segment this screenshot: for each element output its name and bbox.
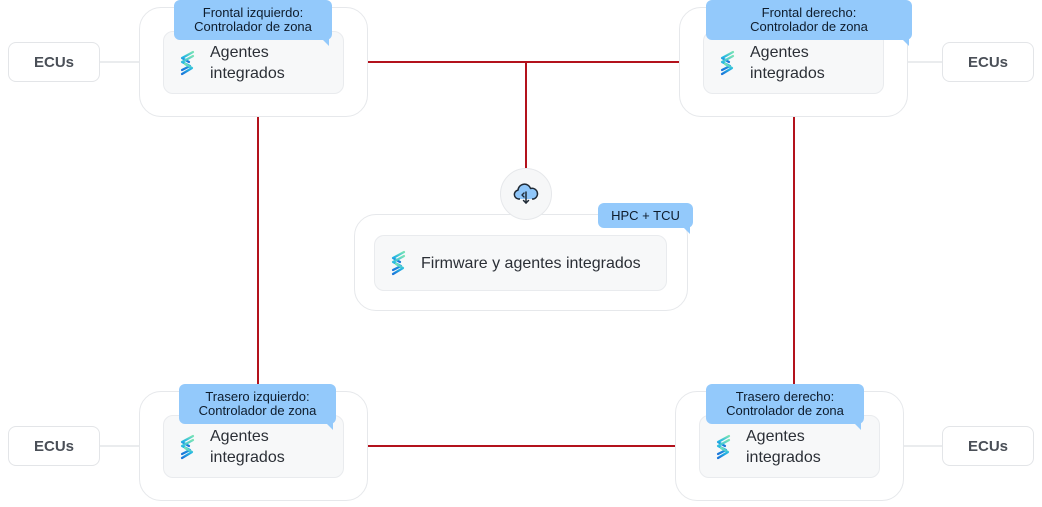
ecu-box-front-right: ECUs	[942, 42, 1034, 82]
agents-box-front-left: Agentes integrados	[163, 31, 344, 94]
firmware-box: Firmware y agentes integrados	[374, 235, 667, 291]
agent-logo-icon	[718, 50, 736, 76]
agents-box-rear-left: Agentes integrados	[163, 415, 344, 478]
firmware-label: Firmware y agentes integrados	[421, 254, 641, 272]
zone-tag-front-right: Frontal derecho: Controlador de zona	[706, 0, 912, 46]
ecu-label: ECUs	[967, 53, 1008, 71]
cloud-sync-glyph	[513, 183, 539, 204]
agent-logo-icon	[389, 250, 407, 276]
zone-tag-rear-right: Trasero derecho: Controlador de zona	[706, 384, 864, 430]
hub-tag: HPC + TCU	[598, 203, 693, 234]
agents-label: Agentes integrados	[746, 427, 821, 466]
agents-label: Agentes integrados	[210, 427, 285, 466]
agents-label: Agentes integrados	[210, 43, 285, 82]
agents-box-front-right: Agentes integrados	[703, 31, 884, 94]
agent-logo-icon	[714, 434, 732, 460]
ecu-box-rear-left: ECUs	[8, 426, 100, 466]
agents-label: Agentes integrados	[750, 43, 825, 82]
agents-box-rear-right: Agentes integrados	[699, 415, 880, 478]
zone-links	[257, 61, 795, 447]
ecu-label: ECUs	[967, 437, 1008, 455]
ecu-label: ECUs	[33, 437, 74, 455]
cloud-sync-icon	[500, 168, 552, 220]
zone-tag-rear-left: Trasero izquierdo: Controlador de zona	[179, 384, 336, 430]
ecu-label: ECUs	[33, 53, 74, 71]
agent-logo-icon	[178, 50, 196, 76]
ecu-box-front-left: ECUs	[8, 42, 100, 82]
ecu-box-rear-right: ECUs	[942, 426, 1034, 466]
agent-logo-icon	[178, 434, 196, 460]
zone-tag-front-left: Frontal izquierdo: Controlador de zona	[174, 0, 332, 46]
ecu-connectors	[100, 61, 943, 447]
